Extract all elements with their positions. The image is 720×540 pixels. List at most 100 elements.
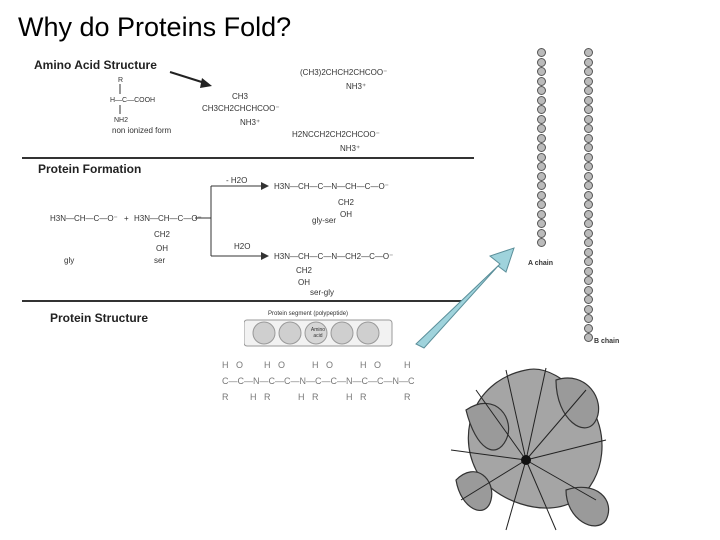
gln-formula: H2NCCH2CH2CHCOO⁻ xyxy=(292,130,380,139)
residue-bead xyxy=(584,171,593,181)
glu-formula: (CH3)2CHCH2CHCOO⁻ xyxy=(300,68,388,77)
residue-bead xyxy=(584,285,593,295)
svg-text:O: O xyxy=(236,360,243,370)
protein-ribbon-structure xyxy=(450,367,610,531)
residue-bead xyxy=(537,162,546,171)
residue-bead xyxy=(584,67,593,76)
residue-bead xyxy=(537,171,546,181)
residue-bead xyxy=(584,276,593,285)
residue-bead xyxy=(537,48,546,57)
amino-acid-structure-diagram: R H—C—COOH NH2 xyxy=(110,77,155,124)
residue-bead xyxy=(584,209,593,219)
amino-acid-label: Amino acid xyxy=(310,327,326,339)
svg-text:C—C—N—C—C—N—C—C—N—C—C—N—C: C—C—N—C—C—N—C—C—N—C—C—N—C xyxy=(222,376,415,386)
residue-bead xyxy=(537,209,546,219)
svg-text:H: H xyxy=(298,392,305,402)
insulin-diagram xyxy=(520,40,630,350)
ser-oh: OH xyxy=(156,244,168,253)
residue-bead xyxy=(584,247,593,257)
residue-bead xyxy=(537,219,546,228)
residue-bead xyxy=(537,181,546,190)
residue-bead xyxy=(584,76,593,86)
gly-ser-label: gly-ser xyxy=(312,216,337,225)
arrow-icon-large xyxy=(415,247,515,349)
a-chain-label: A chain xyxy=(528,260,554,267)
residue-bead xyxy=(584,200,593,209)
svg-text:R: R xyxy=(360,392,367,402)
svg-text:H: H xyxy=(346,392,353,402)
residue-bead xyxy=(584,333,593,342)
nonionized-label: non ionized form xyxy=(112,126,172,135)
svg-text:NH2: NH2 xyxy=(114,117,128,124)
residue-bead xyxy=(584,323,593,333)
svg-text:H: H xyxy=(264,360,271,370)
svg-text:H: H xyxy=(250,392,257,402)
residue-bead xyxy=(537,76,546,86)
svg-text:O: O xyxy=(278,360,285,370)
protein-structure-heading: Protein Structure xyxy=(50,311,149,325)
section-divider xyxy=(22,157,474,159)
residue-bead xyxy=(584,48,593,57)
segment-label: Protein segment (polypeptide) xyxy=(268,311,349,317)
svg-text:R: R xyxy=(404,392,411,402)
residue-bead xyxy=(537,152,546,162)
residue-bead xyxy=(537,114,546,124)
residue-bead xyxy=(584,314,593,323)
svg-text:R: R xyxy=(222,392,229,402)
svg-text:H: H xyxy=(360,360,367,370)
residue-bead xyxy=(537,67,546,76)
residue-bead xyxy=(537,105,546,114)
ser-gly-ch2: CH2 xyxy=(296,266,313,275)
gln-nh3: NH3⁺ xyxy=(340,144,361,153)
residue-bead xyxy=(537,238,546,247)
b-chain-label: B chain xyxy=(594,338,620,345)
residue-bead xyxy=(584,114,593,124)
residue-bead xyxy=(584,95,593,105)
residue-bead xyxy=(584,86,593,95)
slide-title: Why do Proteins Fold? xyxy=(18,12,292,42)
ser-ch2: CH2 xyxy=(154,230,171,239)
arrow-icon xyxy=(169,71,212,88)
ser-gly-label: ser-gly xyxy=(310,288,335,297)
svg-text:R: R xyxy=(264,392,271,402)
gly-ser-formula: H3N—CH—C—N—CH—C—O⁻ xyxy=(274,182,389,191)
svg-text:H: H xyxy=(404,360,411,370)
ser-gly-oh: OH xyxy=(298,278,310,287)
residue-bead xyxy=(537,86,546,95)
residue-bead xyxy=(537,57,546,67)
residue-bead xyxy=(584,124,593,133)
residue-bead xyxy=(537,200,546,209)
residue-bead xyxy=(584,181,593,190)
svg-text:O: O xyxy=(374,360,381,370)
gly-formula: H3N—CH—C—O⁻ xyxy=(50,214,118,223)
svg-text:R: R xyxy=(312,392,319,402)
residue-bead xyxy=(537,133,546,143)
h2o-label: H2O xyxy=(234,242,251,251)
svg-text:H: H xyxy=(312,360,319,370)
polypeptide-segment xyxy=(244,319,393,347)
glu-nh3: NH3⁺ xyxy=(346,82,367,91)
residue-bead xyxy=(584,152,593,162)
h2o-minus-label: - H2O xyxy=(226,176,248,185)
gly-ser-ch2: CH2 xyxy=(338,198,355,207)
ch3-label: CH3 xyxy=(232,92,249,101)
svg-text:O: O xyxy=(326,360,333,370)
gly-ser-oh: OH xyxy=(340,210,352,219)
residue-bead xyxy=(537,190,546,200)
ile-nh3: NH3⁺ xyxy=(240,118,261,127)
ser-gly-formula: H3N—CH—C—N—CH2—C—O⁻ xyxy=(274,252,394,261)
residue-bead xyxy=(537,228,546,238)
residue-bead xyxy=(584,143,593,152)
ile-formula: CH3CH2CHCHCOO⁻ xyxy=(202,104,280,113)
residue-bead xyxy=(584,266,593,276)
residue-bead xyxy=(584,105,593,114)
amino-acid-structure-heading: Amino Acid Structure xyxy=(34,58,157,72)
residue-bead xyxy=(584,57,593,67)
residue-bead xyxy=(584,295,593,304)
residue-bead xyxy=(584,190,593,200)
svg-text:H: H xyxy=(222,360,229,370)
section-divider-2 xyxy=(22,300,462,302)
protein-formation-heading: Protein Formation xyxy=(38,162,142,176)
ser-formula: H3N—CH—C—O⁻ xyxy=(134,214,202,223)
